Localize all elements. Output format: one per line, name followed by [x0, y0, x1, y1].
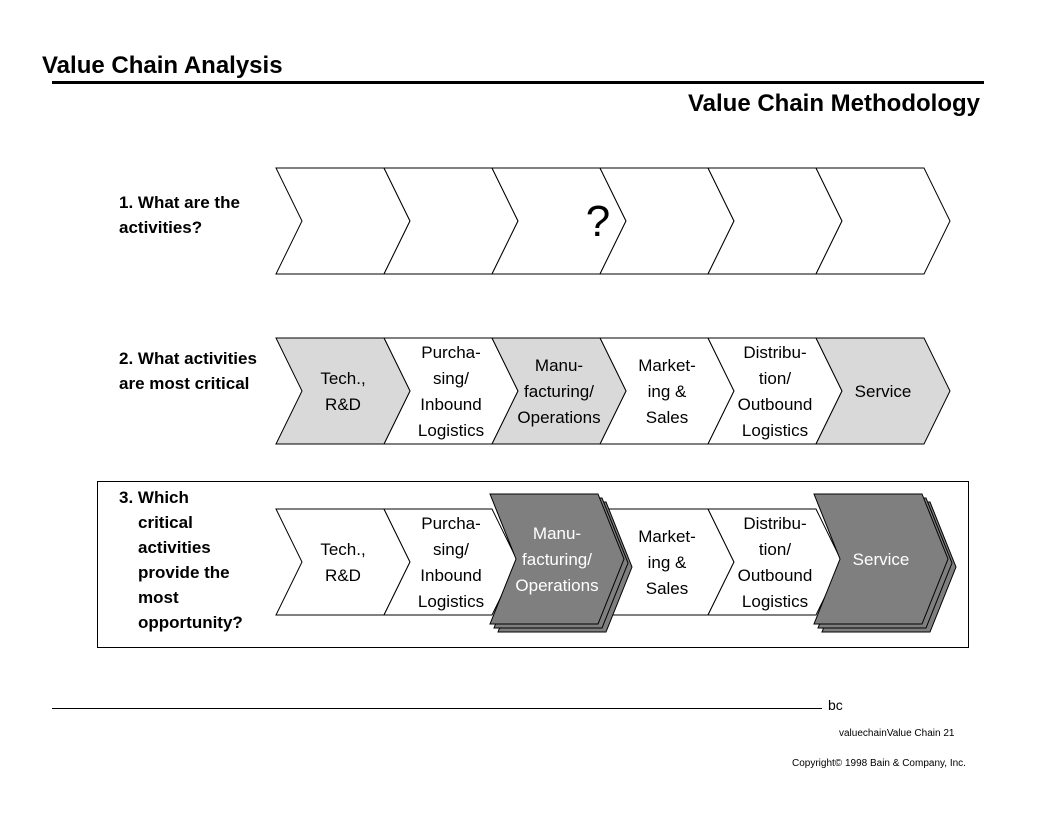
chevron-label-line: tion/ — [759, 369, 791, 388]
chevron-label-line: Sales — [646, 579, 689, 598]
chevron-label-line: Purcha- — [421, 343, 481, 362]
chevron-distribution-outbound-logistics — [707, 508, 843, 616]
chevron-label-line: Outbound — [738, 395, 813, 414]
chevron-label-line: Operations — [517, 408, 600, 427]
question-3: 3. Which critical activities provide the… — [119, 485, 243, 635]
chevron-label: Service — [853, 550, 910, 569]
chevron-service — [815, 167, 951, 275]
chevron-label: Tech., R&D — [320, 369, 365, 414]
chevron-tech-rd — [275, 167, 411, 275]
footer-copyright: Copyright© 1998 Bain & Company, Inc. — [792, 758, 966, 769]
chevron-label-line: Distribu- — [743, 343, 806, 362]
chevron-label: Market-ing & Sales — [638, 356, 696, 427]
chevron-label: Market-ing & Sales — [638, 527, 696, 598]
chevron-purchasing-inbound-logistics — [383, 508, 519, 616]
chevron-label-line: R&D — [325, 395, 361, 414]
title-rule — [52, 81, 984, 84]
chevron-label-line: ing & — [648, 553, 687, 572]
chevron-label-line: facturing/ — [522, 550, 592, 569]
chevron-label-line: Logistics — [418, 592, 484, 611]
question-2: 2. What activities are most critical — [119, 349, 257, 393]
chevron-label-line: Logistics — [742, 592, 808, 611]
question-3-line: most — [138, 588, 179, 607]
chevron-label-line: Sales — [646, 408, 689, 427]
chevron-manufacturing-operations — [491, 337, 627, 445]
chevron-label-line: Operations — [515, 576, 598, 595]
footer-file-ref: valuechainValue Chain 21 — [839, 728, 955, 739]
chevron-label-line: Service — [855, 382, 912, 401]
chevron-label-line: sing/ — [433, 540, 469, 559]
question-3-line: critical — [138, 513, 193, 532]
question-3-line: opportunity? — [138, 613, 243, 632]
chevron-label-line: Market- — [638, 356, 696, 375]
chevron-label: Manu-facturing/Operations — [517, 356, 600, 427]
chevron-label-line: Distribu- — [743, 514, 806, 533]
chevron-label-line: Outbound — [738, 566, 813, 585]
chevron-label-line: Tech., — [320, 369, 365, 388]
chevron-label-line: Inbound — [420, 395, 481, 414]
page-subtitle: Value Chain Methodology — [687, 90, 980, 117]
chevron-label-line: Service — [853, 550, 910, 569]
chevron-label-line: Manu- — [533, 524, 581, 543]
chevron-manufacturing-operations — [489, 493, 625, 625]
question-1: 1. What are the activities? — [119, 193, 240, 237]
question-mark: ? — [586, 197, 610, 246]
question-3-line: 3. Which — [119, 488, 189, 507]
chevron-label-line: Market- — [638, 527, 696, 546]
chevron-label-line: facturing/ — [524, 382, 594, 401]
chevron-label: Manu-facturing/Operations — [515, 524, 598, 595]
question-3-line: activities — [138, 538, 211, 557]
chevron-service — [813, 493, 949, 625]
chevron-label-line: ing & — [648, 382, 687, 401]
chevron-label-line: tion/ — [759, 540, 791, 559]
footer-rule — [52, 708, 822, 709]
chevron-label: Tech., R&D — [320, 540, 365, 585]
chevron-label-line: sing/ — [433, 369, 469, 388]
chevron-label-line: Tech., — [320, 540, 365, 559]
chevron-label-line: Manu- — [535, 356, 583, 375]
chevron-service — [815, 337, 951, 445]
footer-mark: bc — [828, 697, 843, 713]
question-3-line: provide the — [138, 563, 230, 582]
row3-frame — [97, 481, 969, 648]
chevron-tech-rd — [275, 337, 411, 445]
chevron-label-line: Inbound — [420, 566, 481, 585]
page-title: Value Chain Analysis — [42, 52, 283, 79]
chevron-label-line: Logistics — [418, 421, 484, 440]
chevron-label-line: Purcha- — [421, 514, 481, 533]
chevron-label-line: R&D — [325, 566, 361, 585]
chevron-label: Service — [855, 382, 912, 401]
chevron-label-line: Logistics — [742, 421, 808, 440]
chevron-tech-rd — [275, 508, 411, 616]
